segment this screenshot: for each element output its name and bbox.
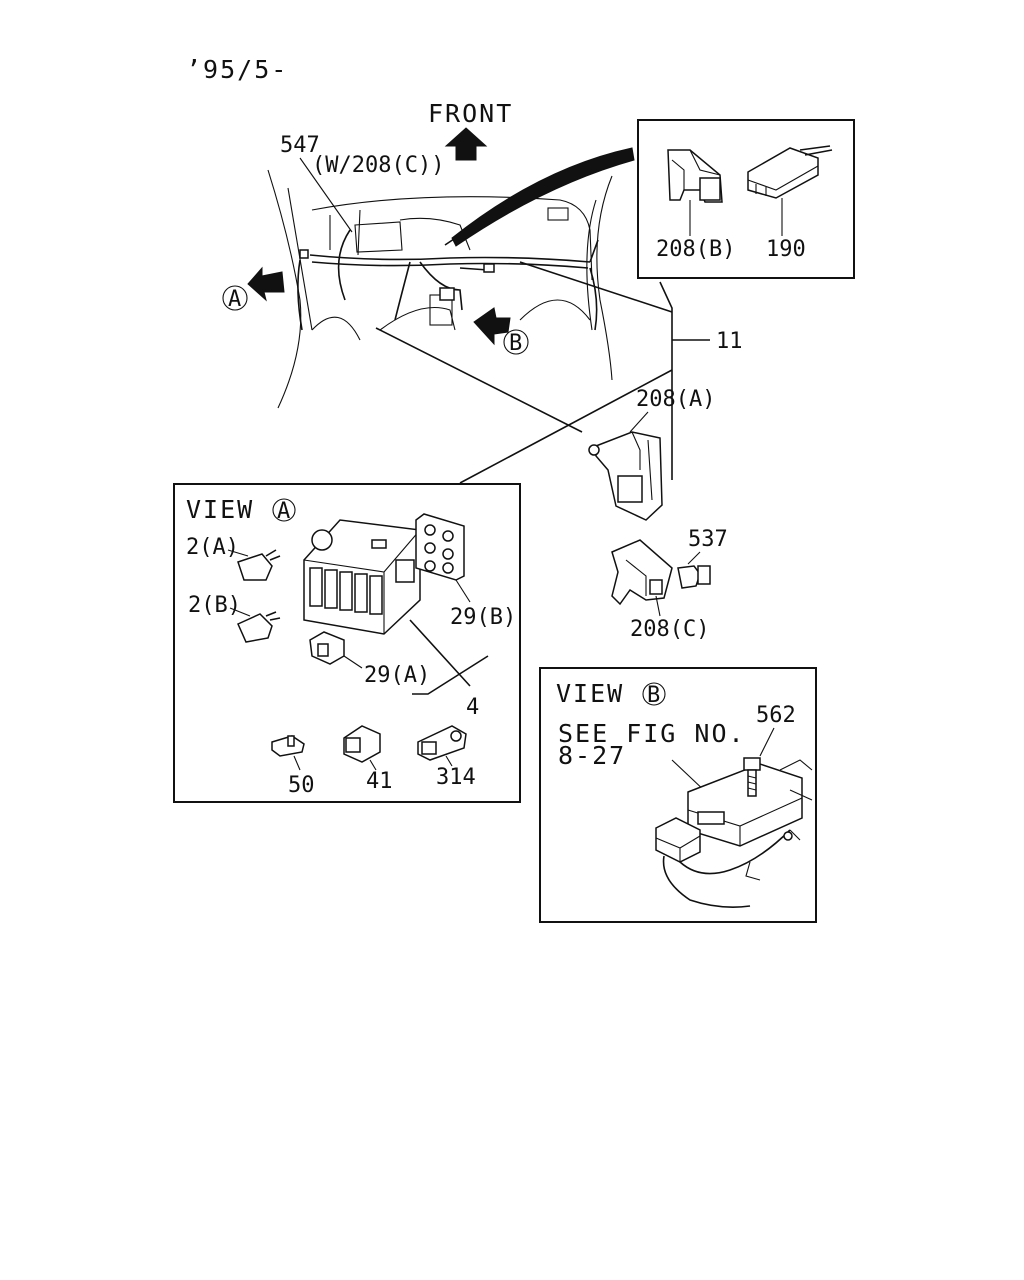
bracket-208a-icon bbox=[588, 431, 663, 521]
relay-2b-icon bbox=[237, 611, 281, 643]
view-b-marker-letter: B bbox=[509, 331, 522, 356]
connector-29a-icon bbox=[309, 631, 345, 665]
view-b-title-marker-icon bbox=[642, 682, 666, 706]
clip-208b-icon bbox=[667, 149, 723, 203]
bolt-537-and-bracket-208c: 537 208(C) bbox=[611, 527, 728, 642]
connector-314-icon bbox=[417, 725, 467, 761]
callout-41: 41 bbox=[366, 769, 393, 794]
callout-2a: 2(A) bbox=[186, 535, 239, 560]
callout-29b: 29(B) bbox=[450, 605, 516, 630]
callout-314: 314 bbox=[436, 765, 476, 790]
relay-2a-icon bbox=[237, 549, 281, 581]
view-a-title: VIEW bbox=[186, 495, 254, 524]
cover-29b-icon bbox=[415, 513, 465, 581]
callout-4: 4 bbox=[466, 695, 479, 720]
connector-190-icon bbox=[747, 145, 833, 199]
callout-2b: 2(B) bbox=[188, 593, 241, 618]
view-a-marker-letter: A bbox=[228, 287, 241, 312]
front-label: FRONT bbox=[428, 99, 513, 128]
view-b-frame bbox=[539, 667, 817, 923]
view-b-title-letter: B bbox=[647, 683, 660, 708]
callout-537: 537 bbox=[688, 527, 728, 552]
see-fig-line1: SEE FIG NO. bbox=[558, 719, 746, 748]
bracket-208a: 208(A) bbox=[588, 387, 715, 521]
callout-29a: 29(A) bbox=[364, 663, 430, 688]
callout-208b: 208(B) bbox=[656, 237, 735, 262]
fuse-50-icon bbox=[271, 735, 305, 757]
date-code: ’95/5- bbox=[186, 55, 288, 84]
callout-562: 562 bbox=[756, 703, 796, 728]
view-a-title-marker-icon bbox=[272, 498, 296, 522]
view-a-title-letter: A bbox=[277, 499, 290, 524]
harness-connector-icon bbox=[655, 817, 793, 908]
view-b-arrow-icon bbox=[473, 307, 511, 346]
view-a-panel: VIEW A 29(B) 2(A) bbox=[173, 483, 521, 803]
view-a-arrow-icon bbox=[247, 266, 285, 302]
callout-11: 11 bbox=[716, 329, 743, 354]
bolt-537-icon bbox=[677, 565, 711, 589]
view-b-title: VIEW bbox=[556, 679, 624, 708]
inset-208b-190: 208(B) 190 bbox=[637, 119, 855, 279]
relay-41-icon bbox=[343, 725, 381, 763]
dashboard-illustration: FRONT A B bbox=[222, 99, 743, 484]
callout-547: 547 bbox=[280, 133, 320, 158]
relay-box-icon bbox=[303, 519, 421, 635]
front-arrow-icon bbox=[444, 127, 488, 161]
inset-frame bbox=[637, 119, 855, 279]
callout-190: 190 bbox=[766, 237, 806, 262]
see-fig-line2: 8-27 bbox=[558, 741, 626, 770]
view-a-marker-icon bbox=[222, 285, 248, 311]
view-b-marker-icon bbox=[503, 329, 529, 355]
callout-208a: 208(A) bbox=[636, 387, 715, 412]
view-a-frame bbox=[173, 483, 521, 803]
bracket-208c-icon bbox=[611, 539, 673, 606]
callout-547-note: (W/208(C)) bbox=[312, 153, 444, 178]
screw-562-icon bbox=[743, 757, 761, 797]
callout-208c: 208(C) bbox=[630, 617, 709, 642]
view-b-panel: VIEW B SEE FIG NO. 8-27 562 bbox=[539, 667, 817, 923]
callout-50: 50 bbox=[288, 773, 315, 798]
